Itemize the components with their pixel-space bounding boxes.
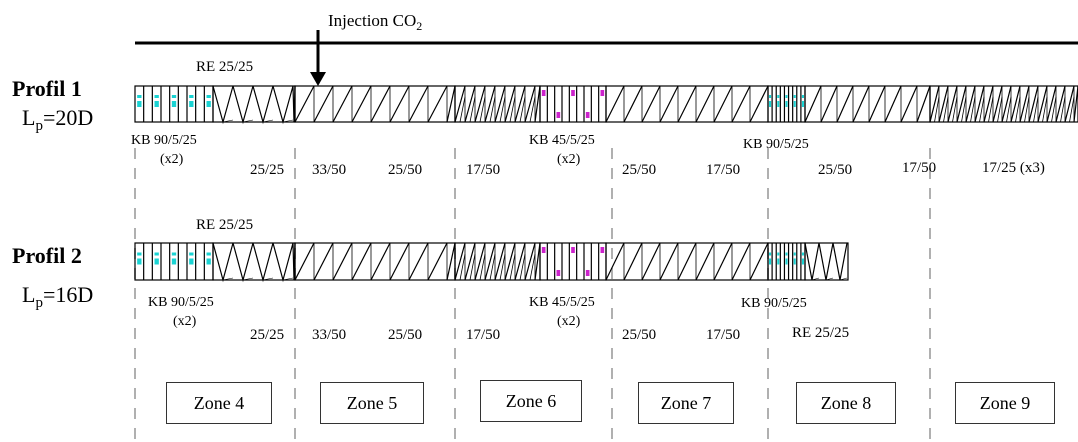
profile-1-kb3-label: KB 90/5/25 [743, 137, 809, 152]
profile-1-seg-6: 17/50 [706, 162, 741, 178]
profile-1-title: Profil 1 [12, 76, 82, 101]
profile-2-title: Profil 2 [12, 243, 82, 268]
kneading-block [767, 85, 806, 123]
profile-2-kb1-count: (x2) [173, 314, 197, 329]
profile-2-re-label: RE 25/25 [196, 217, 254, 233]
zone-7-box: Zone 7 [638, 382, 734, 424]
conveying-element [454, 85, 541, 123]
injection-label: Injection CO2 [328, 11, 423, 33]
conveying-element [929, 85, 1078, 123]
profile-1-kb1-count: (x2) [160, 152, 184, 167]
conveying-element [294, 85, 456, 123]
profile-1-re-label: RE 25/25 [196, 59, 254, 75]
profile-1-seg-2: 33/50 [312, 162, 347, 178]
profile-2-seg-5: 25/50 [622, 327, 657, 343]
injection-arrow [310, 30, 326, 86]
profile-1-seg-7: 25/50 [818, 162, 853, 178]
conveying-element [605, 242, 769, 281]
conveying-element [804, 85, 931, 123]
profile-2-re-end-label: RE 25/25 [792, 325, 850, 341]
zone-6-box: Zone 6 [480, 380, 582, 422]
profile-1-seg-9: 17/25 (x3) [982, 160, 1045, 176]
profile-1-kb2-label: KB 45/5/25 [529, 133, 595, 148]
profile-1-seg-5: 25/50 [622, 162, 657, 178]
zone-4-box: Zone 4 [166, 382, 272, 424]
profile-2-seg-2: 33/50 [312, 327, 347, 343]
profile-1-seg-4: 17/50 [466, 162, 501, 178]
zone-8-box: Zone 8 [796, 382, 896, 424]
profile-1-length: Lp=20D [22, 105, 94, 134]
conveying-element [454, 242, 541, 281]
profile-2-kb3-label: KB 90/5/25 [741, 296, 807, 311]
conveying-element [605, 85, 769, 123]
conveying-element [294, 242, 456, 281]
profile-1-seg-3: 25/50 [388, 162, 423, 178]
kneading-block [539, 242, 607, 281]
conveying-element [212, 85, 296, 125]
profile-2-seg-4: 17/50 [466, 327, 501, 343]
zone-9-box: Zone 9 [955, 382, 1055, 424]
profile-2-length: Lp=16D [22, 282, 94, 311]
profile-1-seg-8: 17/50 [902, 160, 937, 176]
profile-1-kb2-count: (x2) [557, 152, 581, 167]
profile-2-kb2-count: (x2) [557, 314, 581, 329]
profile-2-seg-1: 25/25 [250, 327, 285, 343]
profile-2-seg-6: 17/50 [706, 327, 741, 343]
kneading-block [767, 242, 806, 281]
conveying-element [804, 242, 849, 281]
kneading-block [539, 85, 607, 123]
screw-profile-2 [134, 242, 849, 283]
conveying-element [212, 242, 296, 283]
zone-5-box: Zone 5 [320, 382, 424, 424]
kneading-block [134, 242, 214, 281]
zone-dividers [134, 148, 931, 442]
kneading-block [134, 85, 214, 123]
profile-2-kb1-label: KB 90/5/25 [148, 295, 214, 310]
profile-1-seg-1: 25/25 [250, 162, 285, 178]
profile-1-kb1-label: KB 90/5/25 [131, 133, 197, 148]
screw-profile-1 [134, 85, 1078, 125]
profile-2-seg-3: 25/50 [388, 327, 423, 343]
profile-2-kb2-label: KB 45/5/25 [529, 295, 595, 310]
